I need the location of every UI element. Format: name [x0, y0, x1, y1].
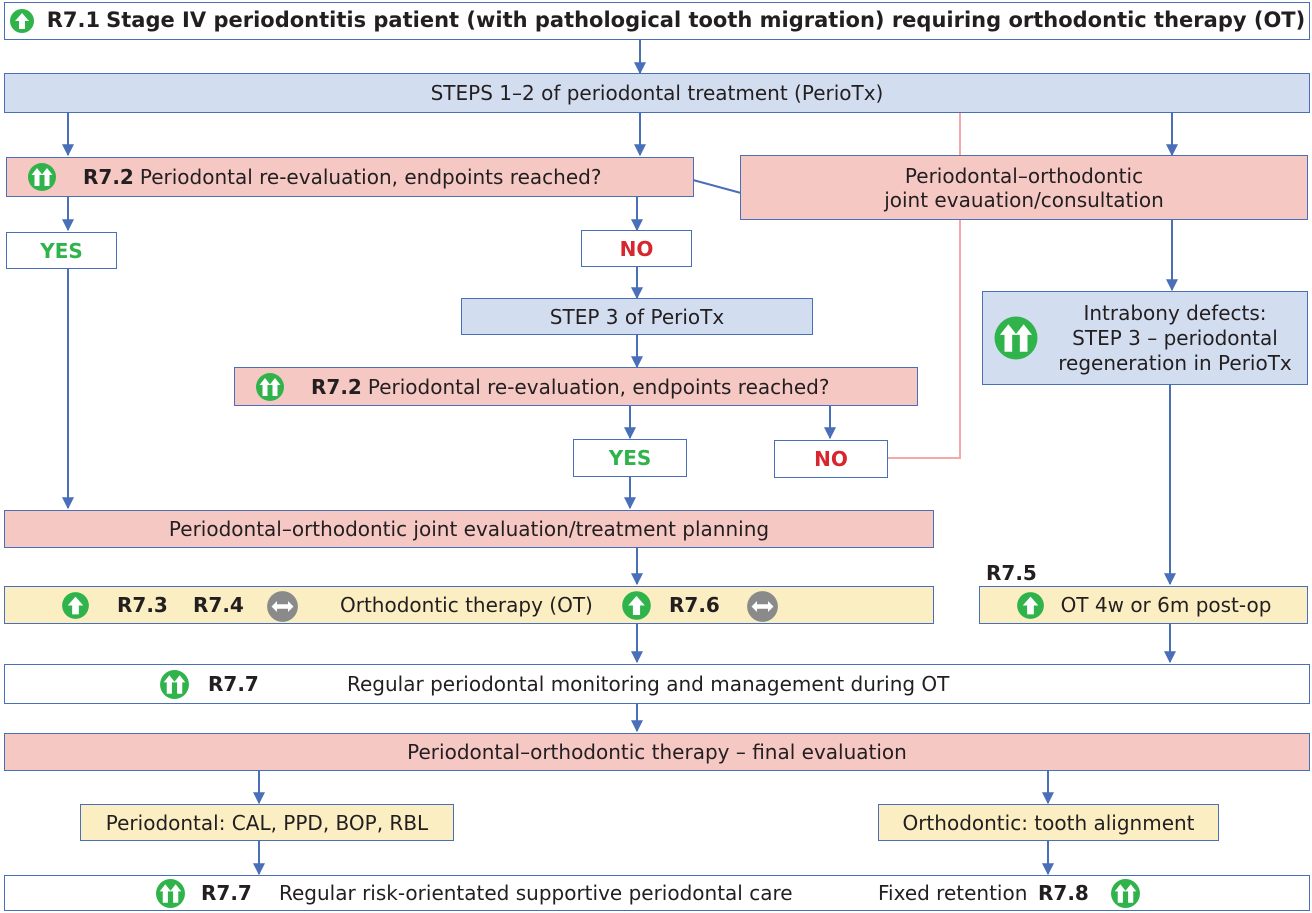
- final-evaluation-box: Periodontal–orthodontic therapy – final …: [4, 733, 1310, 771]
- periodontal-measures-box: Periodontal: CAL, PPD, BOP, RBL: [80, 804, 454, 841]
- r71-patient-box: R7.1 Stage IV periodontitis patient (wit…: [4, 2, 1310, 40]
- single-up-arrow-icon: [9, 8, 35, 34]
- supportive-care-box: R7.7 Regular risk-orientated supportive …: [4, 875, 1310, 911]
- joint-planning-box: Periodontal–orthodontic joint evaluation…: [4, 510, 934, 548]
- intrabony-line2: STEP 3 – periodontal: [1072, 325, 1278, 350]
- joint-consultation-line2: joint evauation/consultation: [884, 187, 1164, 212]
- double-up-arrow-icon: [1110, 878, 1141, 909]
- ot-postop-text: OT 4w or 6m post-op: [1060, 593, 1272, 617]
- no-1-label: NO: [619, 236, 654, 261]
- r71-text: Stage IV periodontitis patient (with pat…: [106, 8, 1306, 33]
- reeval-2-code: R7.2: [311, 374, 362, 399]
- yes-1-box: YES: [6, 232, 117, 269]
- double-up-arrow-icon: [255, 372, 285, 402]
- two-way-arrow-icon: [746, 590, 779, 623]
- yes-2-label: YES: [608, 446, 652, 470]
- double-up-arrow-icon: [155, 878, 186, 909]
- double-up-arrow-icon: [27, 162, 57, 192]
- reeval-1-box: R7.2 Periodontal re-evaluation, endpoint…: [6, 157, 694, 197]
- intrabony-box: Intrabony defects: STEP 3 – periodontal …: [982, 291, 1308, 385]
- double-up-arrow-icon: [159, 669, 190, 700]
- monitoring-box: R7.7 Regular periodontal monitoring and …: [4, 664, 1310, 704]
- double-up-arrow-icon: [993, 315, 1039, 361]
- final-evaluation-text: Periodontal–orthodontic therapy – final …: [407, 740, 907, 764]
- reeval-2-text: Periodontal re-evaluation, endpoints rea…: [367, 374, 830, 399]
- r75-code: R7.5: [986, 561, 1037, 585]
- yes-2-box: YES: [573, 439, 687, 477]
- line-reeval1-to-consult: [692, 179, 742, 194]
- ot-code-b: R7.4: [193, 593, 244, 617]
- supportive-code: R7.7: [201, 881, 252, 905]
- periodontal-measures-text: Periodontal: CAL, PPD, BOP, RBL: [105, 810, 429, 835]
- r75-label: R7.5: [986, 561, 1037, 585]
- reeval-1-code: R7.2: [83, 165, 134, 189]
- reeval-2-box: R7.2 Periodontal re-evaluation, endpoint…: [234, 367, 918, 406]
- two-way-arrow-icon: [266, 590, 299, 623]
- steps-1-2-box: STEPS 1–2 of periodontal treatment (Peri…: [4, 73, 1310, 113]
- orthodontic-alignment-box: Orthodontic: tooth alignment: [878, 804, 1219, 841]
- r71-code: R7.1: [46, 8, 101, 33]
- joint-consultation-box: Periodontal–orthodontic joint evauation/…: [740, 155, 1308, 220]
- ot-left-icon: [61, 591, 90, 620]
- monitoring-text: Regular periodontal monitoring and manag…: [347, 672, 950, 696]
- supportive-text: Regular risk-orientated supportive perio…: [279, 881, 793, 905]
- yes-1-label: YES: [40, 238, 83, 263]
- no-2-label: NO: [814, 447, 848, 471]
- intrabony-line1: Intrabony defects:: [1083, 300, 1267, 325]
- single-up-arrow-icon: [622, 591, 651, 620]
- step-3-box: STEP 3 of PerioTx: [461, 298, 813, 335]
- retention-code: R7.8: [1038, 881, 1089, 905]
- single-up-arrow-icon: [1016, 591, 1045, 620]
- steps-1-2-text: STEPS 1–2 of periodontal treatment (Peri…: [430, 81, 884, 105]
- retention-text: Fixed retention: [878, 881, 1028, 905]
- orthodontic-therapy-box: R7.3 R7.4 Orthodontic therapy (OT) R7.6: [4, 586, 934, 624]
- joint-planning-text: Periodontal–orthodontic joint evaluation…: [168, 517, 770, 541]
- joint-consultation-line1: Periodontal–orthodontic: [904, 163, 1144, 188]
- ot-right-icon: [621, 590, 652, 621]
- ot-postop-box: OT 4w or 6m post-op: [979, 586, 1308, 624]
- intrabony-line3: regeneration in PerioTx: [1058, 350, 1292, 375]
- orthodontic-alignment-text: Orthodontic: tooth alignment: [902, 810, 1195, 835]
- reeval-1-text: Periodontal re-evaluation, endpoints rea…: [139, 165, 602, 189]
- ot-code-a: R7.3: [117, 593, 168, 617]
- ot-code-c: R7.6: [669, 593, 720, 617]
- no-1-box: NO: [581, 230, 692, 267]
- ot-text: Orthodontic therapy (OT): [340, 593, 593, 617]
- step-3-text: STEP 3 of PerioTx: [549, 304, 725, 329]
- no-2-box: NO: [774, 440, 888, 478]
- single-up-arrow-icon: [62, 592, 89, 619]
- monitoring-code: R7.7: [208, 672, 259, 696]
